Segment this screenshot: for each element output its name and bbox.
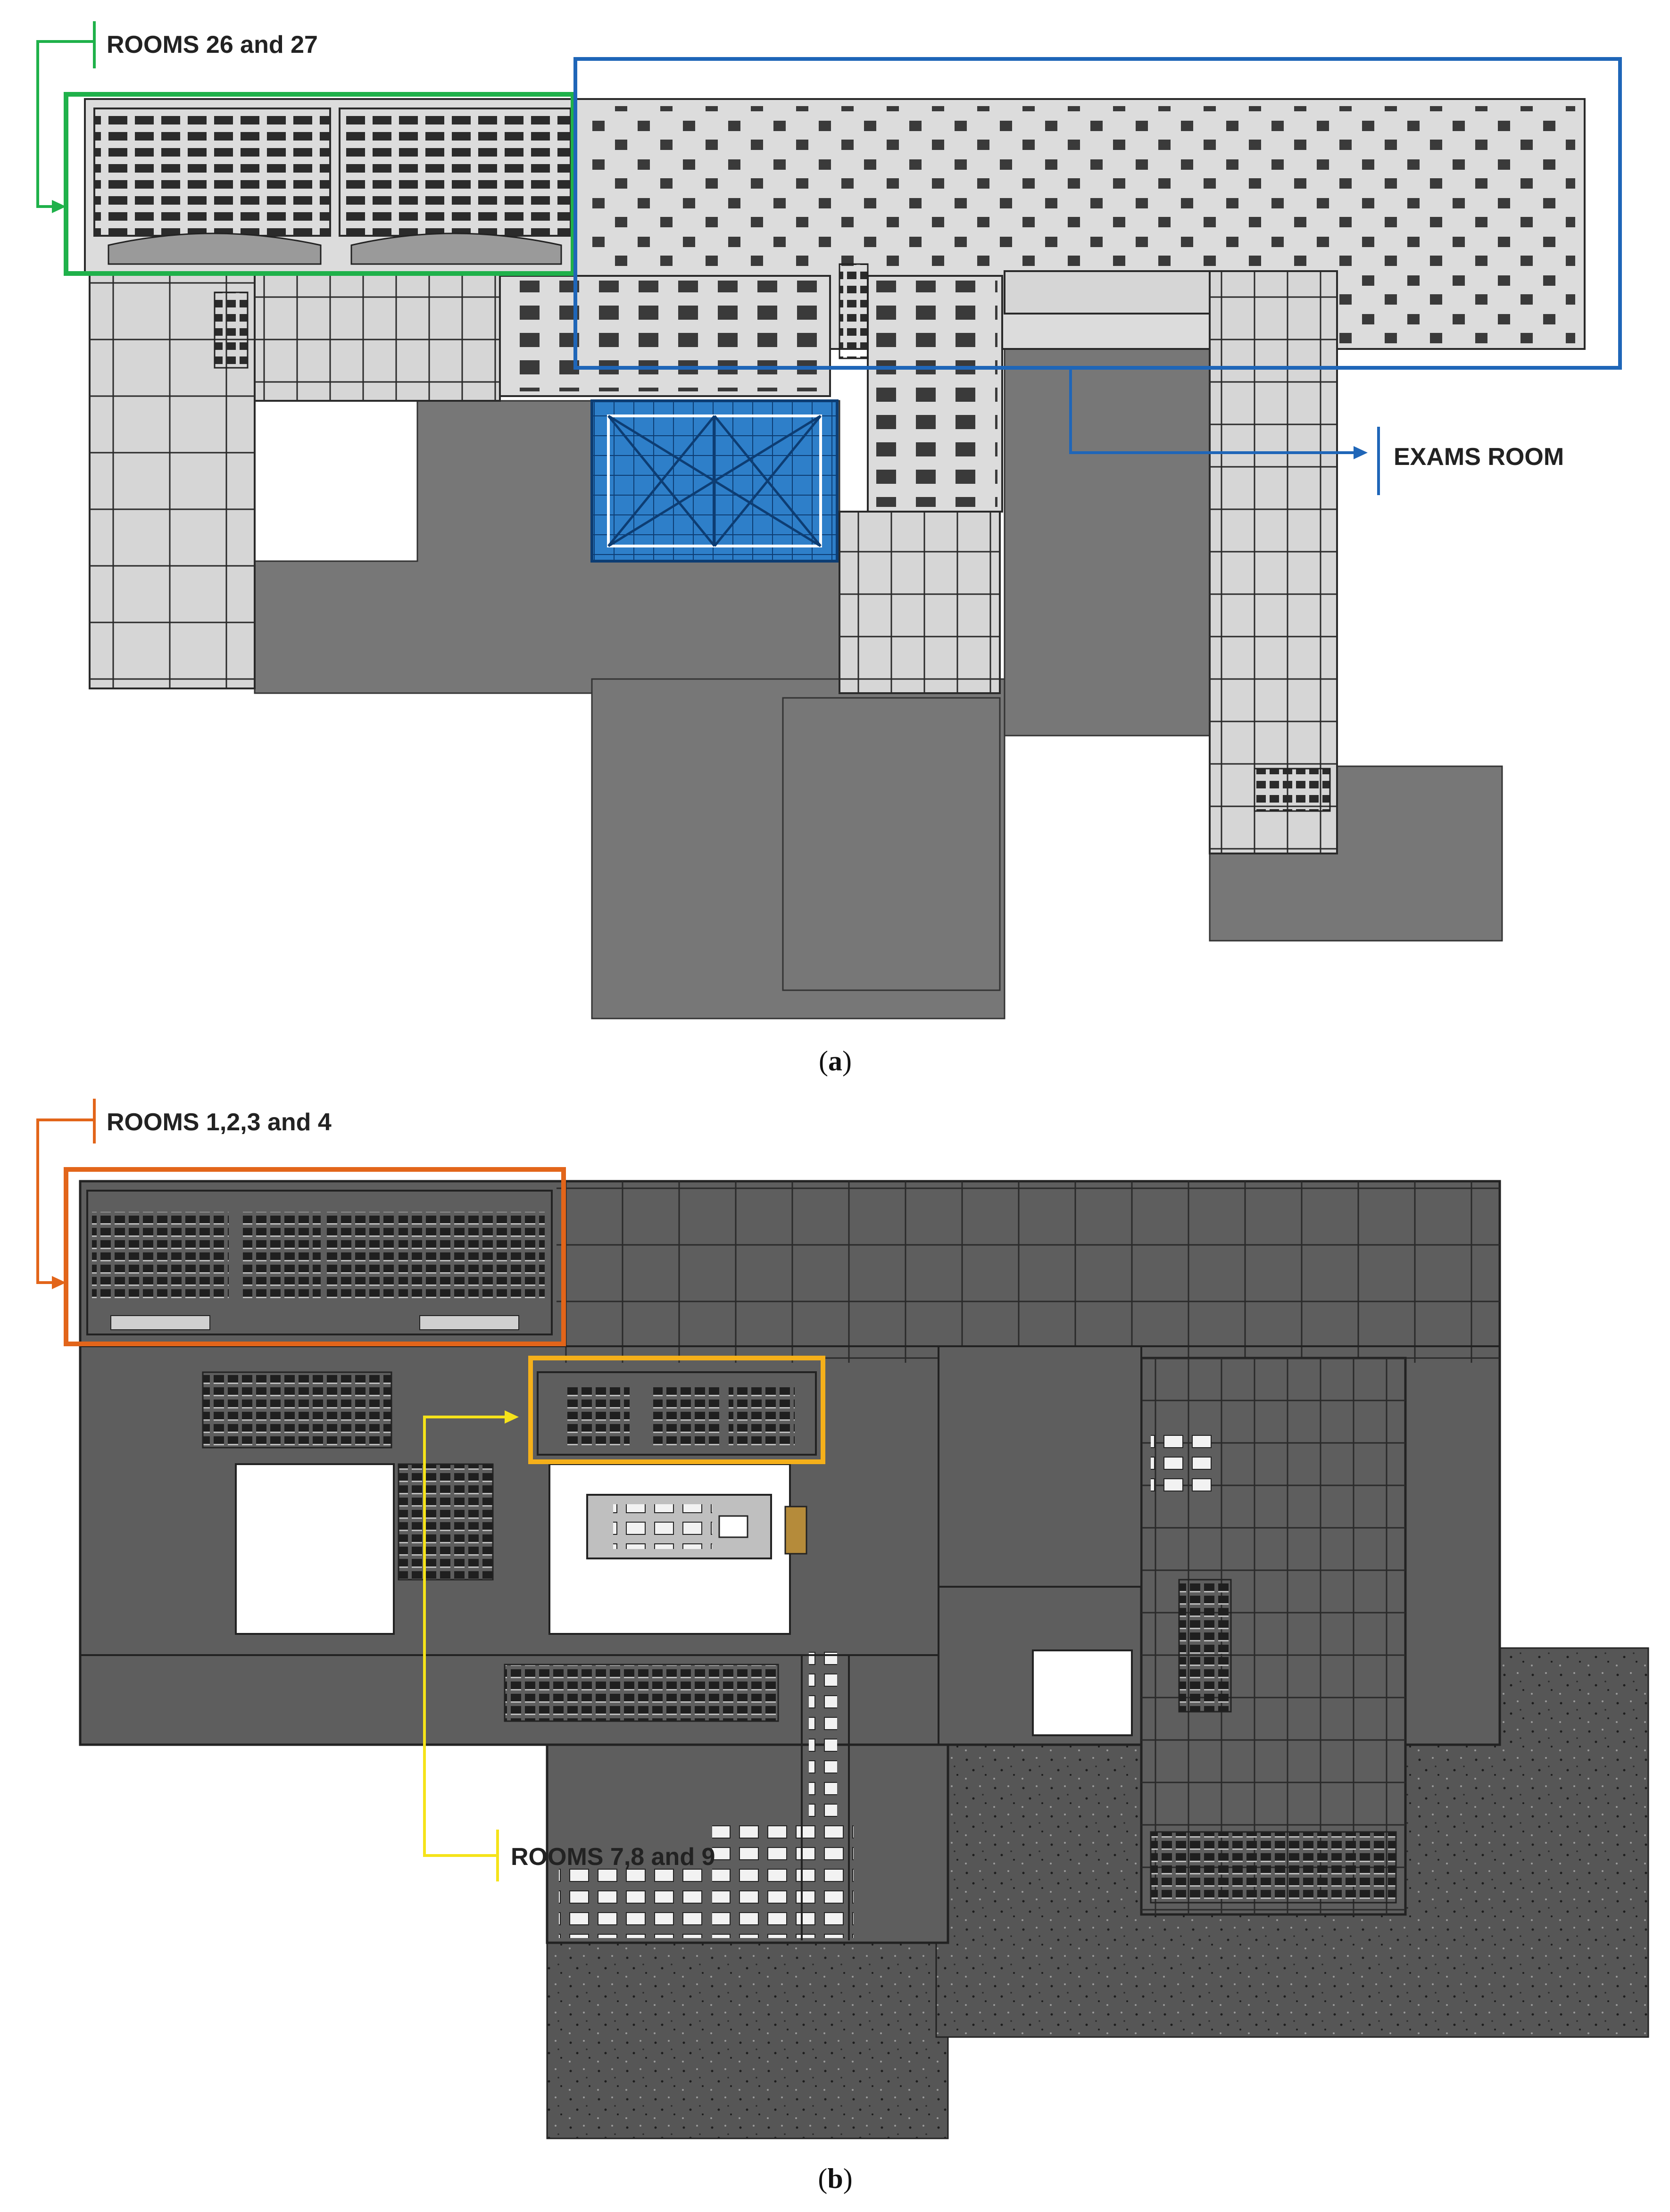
skylight-diagonals — [607, 414, 822, 547]
callout-exams-room: EXAMS ROOM — [573, 57, 1622, 495]
room-27-seating — [339, 108, 572, 237]
exams-room-tables — [585, 106, 1575, 271]
rooms-1-4-leader-line — [36, 1118, 94, 1284]
panel-a-central-seating-tables — [505, 281, 825, 391]
panel-b-meeting-screen — [718, 1515, 748, 1538]
panel-b-right-classroom — [1151, 1433, 1219, 1500]
panel-b-lower-classrooms — [504, 1664, 779, 1722]
panel-a-core-rooms — [839, 512, 1000, 693]
panel-a-caption: (a) — [819, 1045, 852, 1077]
panel-a: ROOMS 26 and 27 EXAMS ROOM (a) — [36, 21, 1622, 1077]
panel-b-main-body-rooms — [557, 1181, 1500, 1363]
room-8-seating — [653, 1384, 719, 1445]
panel-b-cafeteria-tables-right — [712, 1820, 854, 1938]
panel-a-caption-open: ( — [819, 1045, 828, 1077]
panel-a-mid-left-rooms — [255, 273, 500, 401]
panel-a-right-wing-stairs — [1254, 768, 1331, 812]
rooms-1-4-highlight-box — [64, 1167, 566, 1346]
panel-b-corridor-tables — [809, 1650, 837, 1820]
rooms-1-4-label: ROOMS 1,2,3 and 4 — [107, 1109, 332, 1136]
exams-room-tables-lower — [1297, 269, 1575, 344]
panel-b-upper-classrooms — [202, 1371, 392, 1449]
callout-rooms-26-27: ROOMS 26 and 27 — [36, 21, 575, 276]
panel-b-caption-open: ( — [818, 2163, 827, 2194]
panel-b-central-classroom — [398, 1463, 494, 1581]
rooms-7-9-arrowhead — [505, 1410, 519, 1424]
panel-a-right-seating-tables — [872, 281, 997, 507]
panel-b-bottom-right-classrooms — [1150, 1831, 1397, 1904]
panel-b-right-lecture — [1178, 1579, 1232, 1713]
room-3-seating — [323, 1212, 394, 1301]
exams-room-leader-line — [1069, 368, 1356, 454]
panel-a-white-courtyard — [254, 400, 418, 562]
panel-b-white-courtyard-left — [235, 1463, 395, 1635]
panel-b-caption-close: ) — [843, 2163, 853, 2194]
panel-a-left-stairs — [214, 291, 249, 369]
room-7-seating — [564, 1384, 630, 1445]
panel-b-caption-letter: b — [827, 2163, 843, 2194]
room-1-stage — [110, 1315, 210, 1330]
panel-b: ROOMS 1,2,3 and 4 ROOMS 7,8 and 9 (b) — [36, 1099, 1649, 2194]
rooms-26-27-label: ROOMS 26 and 27 — [107, 31, 318, 58]
exams-room-arrowhead — [1354, 446, 1368, 459]
panel-a-right-wing-rooms — [1210, 271, 1337, 853]
panel-a-right-wing-upper — [1004, 270, 1211, 315]
callout-rooms-1-4: ROOMS 1,2,3 and 4 — [36, 1099, 566, 1346]
exams-room-highlight-box — [573, 57, 1622, 370]
rooms-7-9-leader-line — [423, 1416, 507, 1857]
room-26-seating — [93, 108, 331, 237]
rooms-7-9-highlight-box — [528, 1356, 825, 1464]
panel-a-caption-letter: a — [828, 1045, 842, 1077]
panel-a-caption-close: ) — [842, 1045, 852, 1077]
room-4-seating — [399, 1212, 545, 1301]
room-9-seating — [729, 1384, 795, 1445]
rooms-26-27-highlight-box — [64, 92, 575, 276]
rooms-26-27-arrowhead — [52, 200, 66, 213]
panel-b-void — [938, 1345, 1142, 1588]
rooms-1-4-arrowhead — [52, 1276, 66, 1289]
rooms-26-27-leader-line — [36, 40, 94, 208]
panel-a-stair-core — [839, 263, 869, 359]
room-26-stage — [108, 232, 322, 265]
panel-b-meeting-seats — [613, 1504, 712, 1549]
room-4-stage — [419, 1315, 519, 1330]
panel-b-cafeteria-tables — [559, 1867, 710, 1938]
panel-b-podium — [784, 1506, 807, 1555]
room-27-stage — [350, 232, 562, 265]
exams-room-label: EXAMS ROOM — [1394, 443, 1564, 471]
rooms-7-9-label: ROOMS 7,8 and 9 — [511, 1843, 715, 1871]
room-2-seating — [243, 1212, 321, 1301]
panel-b-terrain-bottom — [546, 1939, 949, 2139]
panel-b-white-courtyard-small — [1032, 1649, 1133, 1736]
callout-rooms-7-9: ROOMS 7,8 and 9 — [423, 1356, 825, 1881]
panel-b-caption: (b) — [818, 2163, 852, 2194]
room-1-seating — [92, 1212, 229, 1301]
